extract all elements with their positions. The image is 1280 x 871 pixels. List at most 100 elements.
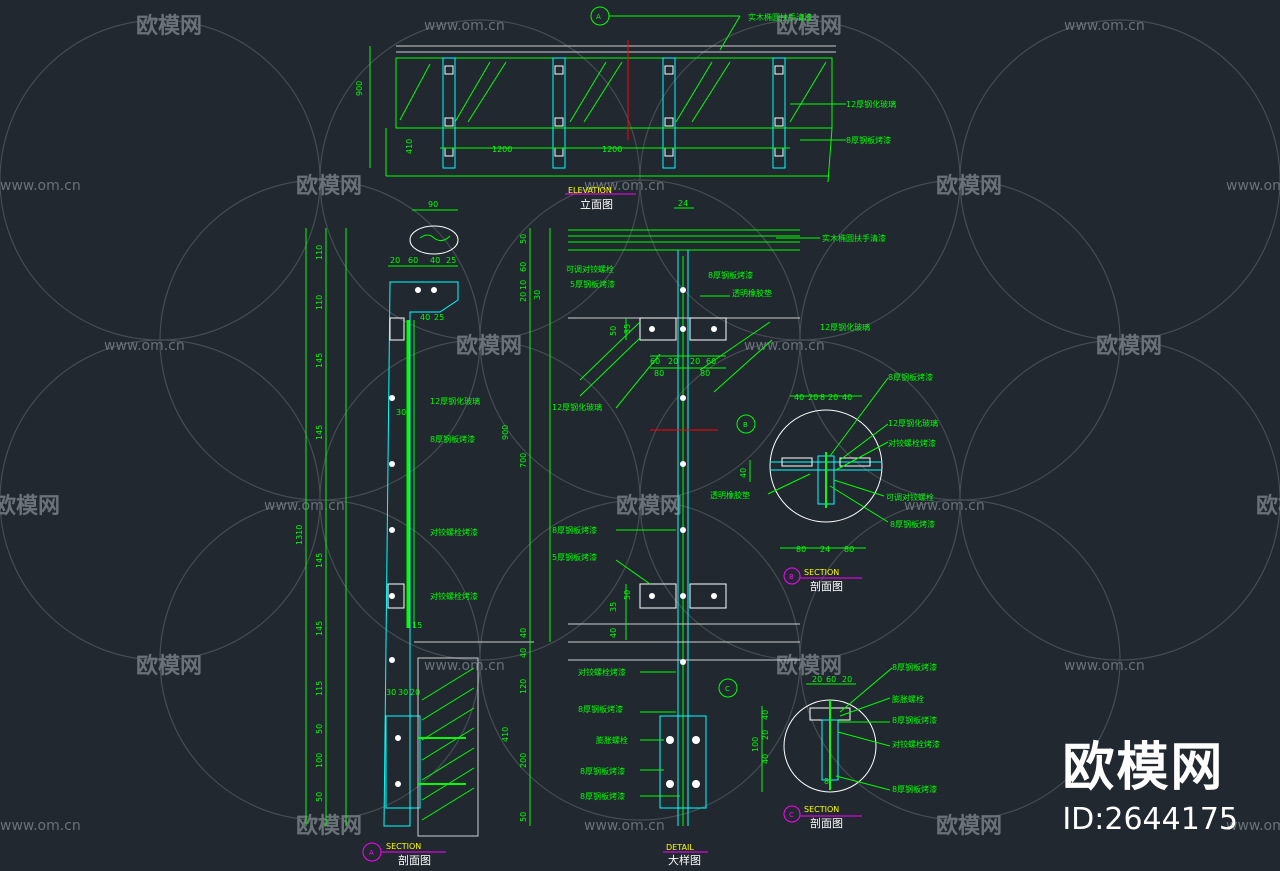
wm-url: www.om.cn — [0, 818, 81, 834]
dim-text: 40 — [761, 754, 770, 764]
section-c-text: 8厚钢板烤漆 膨胀螺栓 8厚钢板烤漆 对铰螺栓烤漆 8厚钢板烤漆 20 60 2… — [751, 662, 940, 830]
wood-grain — [419, 234, 451, 242]
dim-text: 145 — [315, 353, 324, 368]
wm-url: www.om.cn — [424, 658, 505, 674]
wm-brand: 欧模网 — [296, 813, 362, 839]
dim-text: 20 — [761, 730, 770, 740]
note-handrail: 实木椭圆扶手清漆 — [822, 233, 886, 243]
dim-1200: 1200 — [602, 145, 622, 154]
marker-letter: C — [725, 685, 730, 693]
dim-text: 50 — [315, 724, 324, 734]
note-handrail: 实木椭圆扶手清漆 — [748, 12, 812, 22]
dim-text: 30 — [386, 688, 396, 697]
dim-text: 60 — [650, 357, 660, 366]
section-a-view — [305, 209, 534, 862]
note-steel: 8厚钢板烤漆 — [708, 270, 753, 280]
dim-text: 40 — [430, 256, 440, 265]
dim-text: 8 — [820, 393, 825, 402]
dim-text: 900 — [501, 425, 510, 440]
marker-b — [736, 414, 756, 434]
note-bolt: 对铰螺栓烤漆 — [578, 667, 626, 677]
note-steel8: 8厚钢板烤漆 — [552, 525, 597, 535]
dim-text: 410 — [501, 727, 510, 742]
leader — [719, 15, 741, 51]
dim-text: 25 — [434, 313, 444, 322]
dim-text: 24 — [678, 199, 688, 208]
dim-text: 30 — [533, 290, 542, 300]
title-cn: 立面图 — [580, 197, 613, 211]
wm-url: www.om.cn — [264, 498, 345, 514]
dim-text: 35 — [623, 324, 632, 334]
dim-text: 40 — [519, 628, 528, 638]
dim-text: 20 — [842, 675, 852, 684]
detail-bolts — [649, 287, 717, 788]
dim-text: 50 — [315, 792, 324, 802]
note: 8厚钢板烤漆 — [888, 372, 933, 382]
wm-brand: 欧模网 — [1096, 333, 1162, 359]
dim-text: 110 — [315, 245, 324, 260]
elevation-view — [369, 6, 846, 195]
marker-letter: A — [596, 13, 601, 21]
dim-text: 100 — [315, 753, 324, 768]
detail-circle — [769, 409, 883, 523]
dim-text: 40 — [420, 313, 430, 322]
dim-text: 80 — [654, 369, 664, 378]
note-steel8: 8厚钢板烤漆 — [580, 791, 625, 801]
wm-brand: 欧模网 — [936, 173, 1002, 199]
note-steel5: 5厚钢板烤漆 — [570, 279, 615, 289]
dim-text: 50 — [623, 590, 632, 600]
note: 8厚钢板烤漆 — [892, 715, 937, 725]
wm-brand: 欧模网 — [136, 653, 202, 679]
note: 可调对铰螺栓 — [886, 492, 934, 502]
glass-panel — [395, 57, 833, 129]
base-plate — [659, 715, 707, 809]
dim-text: 40 — [842, 393, 852, 402]
section-a-text: 90 20 60 40 25 40 25 30 15 30 30 20 1310… — [295, 200, 480, 867]
watermark-brand-large: 欧模网 — [1062, 738, 1225, 798]
dim-text: 80 — [700, 369, 710, 378]
dim-text: 60 — [706, 357, 716, 366]
title-en: SECTION — [804, 805, 839, 814]
dim-text: 80 — [844, 545, 854, 554]
dim-text: 60 — [408, 256, 418, 265]
wm-url: www.om.cn — [1064, 18, 1145, 34]
note-steel8: 8厚钢板烤漆 — [578, 704, 623, 714]
dim-text: 50 — [609, 326, 618, 336]
dim-text: 90 — [428, 200, 438, 209]
wm-url: www.om.cn — [904, 498, 985, 514]
note: 对铰螺栓烤漆 — [888, 438, 936, 448]
note-steel: 8厚钢板烤漆 — [846, 135, 891, 145]
dim-text: 40 — [519, 648, 528, 658]
base-plate — [385, 715, 421, 809]
dim-text: 40 — [794, 393, 804, 402]
dim-text: 60 — [519, 262, 528, 272]
dim-text: 20 — [808, 393, 818, 402]
dim-text: 50 — [519, 234, 528, 244]
wm-url: www.om.cn — [1226, 818, 1280, 834]
dim-text: 200 — [519, 753, 528, 768]
dim-900: 900 — [355, 81, 364, 96]
section-b-text: 8厚钢板烤漆 12厚钢化玻璃 对铰螺栓烤漆 透明橡胶垫 可调对铰螺栓 8厚钢板烤… — [710, 372, 938, 593]
dim-text: 8 — [824, 777, 829, 786]
note: 对铰螺栓烤漆 — [892, 739, 940, 749]
handrail-ellipse — [409, 225, 459, 255]
wm-url: www.om.cn — [104, 338, 185, 354]
marker-letter: B — [789, 573, 794, 581]
wm-url: www.om.cn — [0, 178, 81, 194]
wm-brand: 欧模网 — [776, 653, 842, 679]
dim-text: 40 — [609, 628, 618, 638]
dim-text: 145 — [315, 425, 324, 440]
dim-text: 20 — [410, 688, 420, 697]
marker-letter: C — [789, 811, 794, 819]
title-cn: 大样图 — [668, 853, 701, 867]
dim-text: 120 — [519, 679, 528, 694]
title-en: DETAIL — [666, 843, 694, 852]
note-glass: 12厚钢化玻璃 — [430, 396, 480, 406]
section-a-bolts — [389, 287, 437, 787]
dim-text: 24 — [820, 545, 830, 554]
note-glass: 12厚钢化玻璃 — [552, 402, 602, 412]
dim-text: 115 — [315, 681, 324, 696]
wm-url: www.om.cn — [584, 818, 665, 834]
b-leaders — [767, 377, 889, 523]
